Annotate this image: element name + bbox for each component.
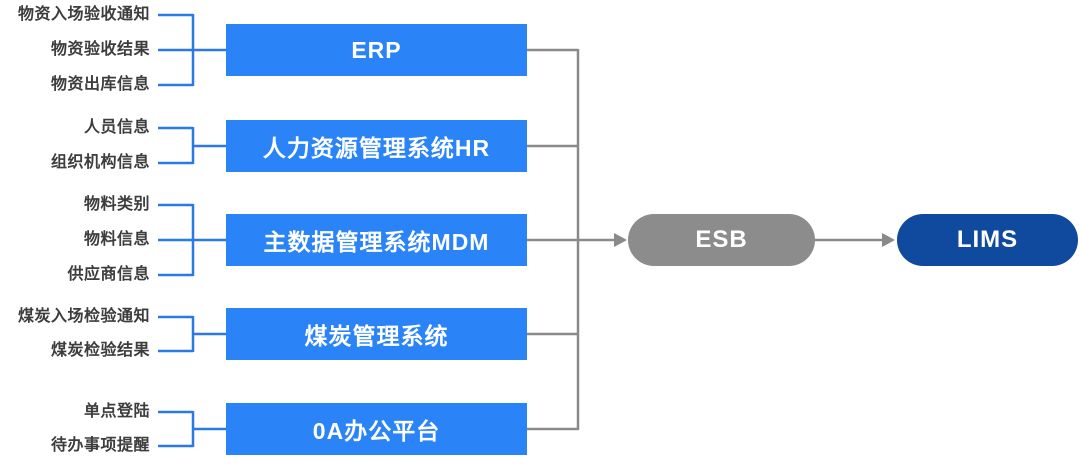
input-label: 物资验收结果 [50,41,150,58]
system-box-oa: 0A办公平台 [226,403,527,455]
input-label: 物资入场验收通知 [17,6,150,23]
system-box-coal: 煤炭管理系统 [226,308,527,360]
input-label: 煤炭检验结果 [50,342,150,359]
input-label: 物资出库信息 [50,76,150,93]
input-label: 组织机构信息 [50,154,150,171]
input-label: 单点登陆 [83,403,150,420]
system-box-mdm: 主数据管理系统MDM [226,214,527,266]
system-box-hr: 人力资源管理系统HR [226,120,527,172]
input-label: 人员信息 [83,119,150,136]
input-label: 供应商信息 [67,266,150,283]
input-label: 煤炭入场检验通知 [17,308,150,325]
input-label: 物料类别 [83,196,150,213]
esb-node: ESB [628,214,815,266]
input-bracket-lines [158,13,226,448]
lims-node: LIMS [897,214,1078,266]
input-label: 物料信息 [83,231,150,248]
input-label: 待办事项提醒 [50,437,150,454]
system-box-erp: ERP [226,24,527,76]
